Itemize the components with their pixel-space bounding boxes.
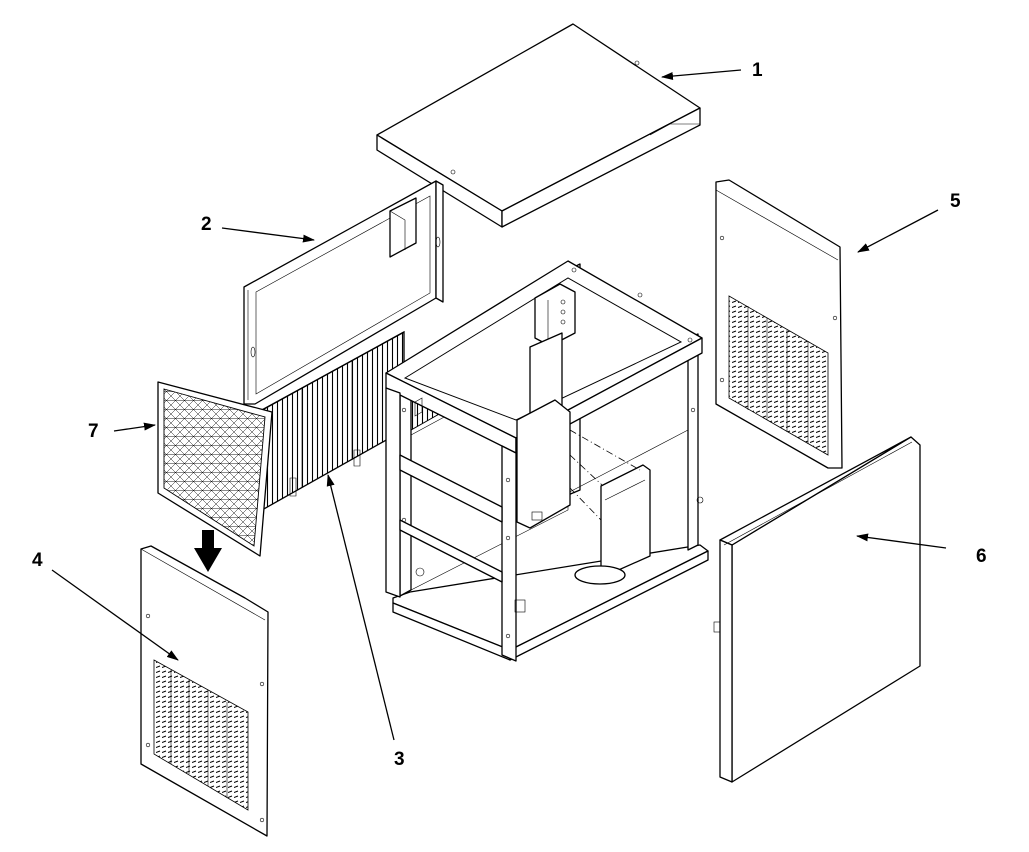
callout-6: 6 [976,546,987,567]
callout-labels: 1 2 3 4 5 6 7 [32,60,987,770]
down-arrow-icon [194,530,222,572]
right-front-side-panel-part [713,436,921,783]
callout-7: 7 [88,421,99,442]
callout-3: 3 [394,749,405,770]
callout-2: 2 [201,214,212,235]
cabinet-frame [385,260,709,662]
callout-4: 4 [32,550,43,571]
front-frame-panel-part [243,180,444,405]
leader-line-2 [221,227,315,243]
leader-lines [51,69,947,741]
right-rear-side-panel-part [715,179,843,469]
leader-line-6 [856,533,947,549]
callout-1: 1 [752,60,763,81]
leader-line-5 [857,209,939,253]
leader-line-1 [661,69,742,81]
left-side-panel-part [140,545,269,837]
air-filter-part [157,381,273,557]
callout-5: 5 [950,191,961,212]
top-cover-part [376,23,701,228]
leader-line-7 [113,422,156,432]
leader-line-3 [326,474,395,741]
leader-line-4 [51,569,179,661]
